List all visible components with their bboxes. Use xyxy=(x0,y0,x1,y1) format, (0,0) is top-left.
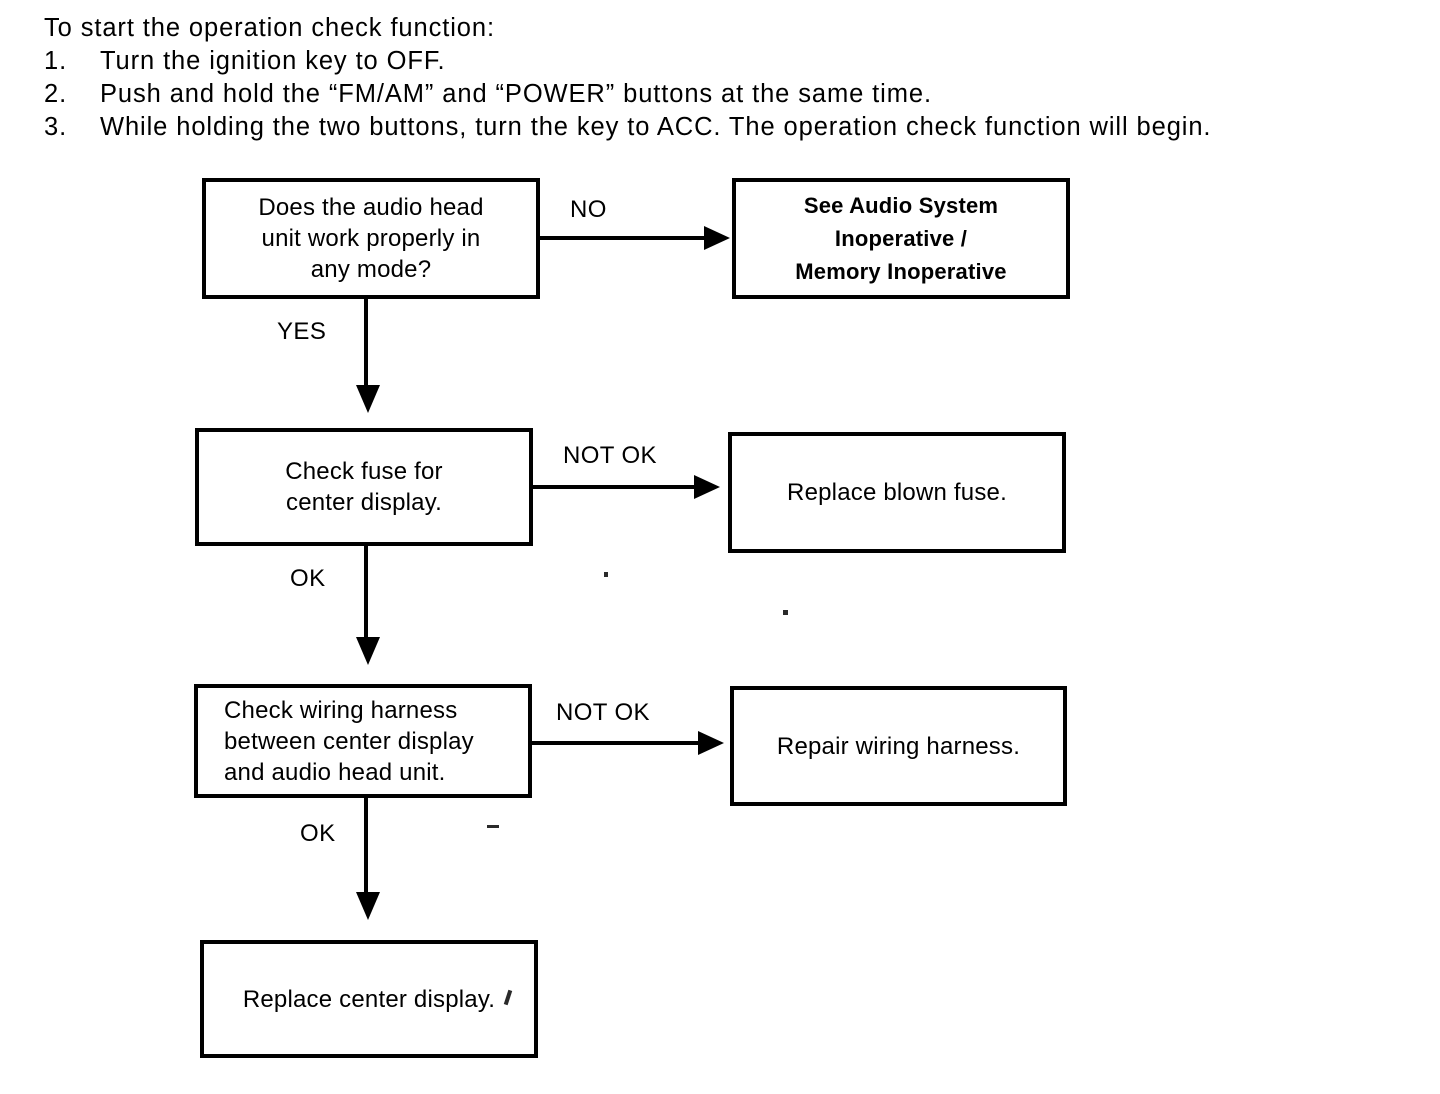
flow-node-check-wiring-harness: Check wiring harness between center disp… xyxy=(194,684,532,798)
edge-arrowhead-no xyxy=(704,226,730,250)
edge-label-no: NO xyxy=(570,196,607,223)
edge-label-yes: YES xyxy=(277,318,327,345)
step-number-3: 3. xyxy=(44,113,68,141)
edge-line-not-ok-fuse xyxy=(533,485,701,489)
flow-node-line: center display. xyxy=(286,489,442,516)
edge-line-ok-wiring xyxy=(364,798,368,897)
flow-node-line: between center display xyxy=(224,727,474,755)
instructions-heading: To start the operation check function: xyxy=(44,14,495,42)
flow-node-line: any mode? xyxy=(310,256,432,283)
instruction-step-1: 1. Turn the ignition key to OFF. xyxy=(44,45,1424,78)
flow-node-question-audio-head-unit: Does the audio head unit work properly i… xyxy=(202,178,540,299)
step-text-2: Push and hold the “FM/AM” and “POWER” bu… xyxy=(100,80,932,108)
flow-node-line: See Audio System xyxy=(803,193,999,218)
edge-arrowhead-not-ok-fuse xyxy=(694,475,720,499)
flow-node-text: See Audio System Inoperative / Memory In… xyxy=(750,189,1052,288)
edge-line-no xyxy=(540,236,712,240)
edge-label-ok-fuse: OK xyxy=(290,565,326,592)
edge-arrowhead-ok-fuse xyxy=(356,637,380,665)
flow-node-line: Replace center display. xyxy=(242,985,496,1013)
step-text-1: Turn the ignition key to OFF. xyxy=(100,47,446,75)
edge-label-ok-wiring: OK xyxy=(300,820,336,847)
edge-arrowhead-ok-wiring xyxy=(356,892,380,920)
flow-node-replace-blown-fuse: Replace blown fuse. xyxy=(728,432,1066,553)
step-number-2: 2. xyxy=(44,80,68,108)
flow-node-line: Does the audio head xyxy=(258,194,484,221)
flow-node-line: unit work properly in xyxy=(261,225,481,252)
flow-node-check-fuse: Check fuse for center display. xyxy=(195,428,533,546)
edge-line-not-ok-wiring xyxy=(532,741,704,745)
flow-node-text: Replace blown fuse. xyxy=(746,477,1048,508)
flow-node-line: Check wiring harness xyxy=(224,696,458,724)
flow-node-replace-center-display: Replace center display. xyxy=(200,940,538,1058)
edge-arrowhead-yes xyxy=(356,385,380,413)
flow-node-repair-wiring-harness: Repair wiring harness. xyxy=(730,686,1067,806)
flow-node-text: Replace center display. xyxy=(218,984,520,1015)
flow-node-line: Memory Inoperative xyxy=(795,259,1007,284)
edge-arrowhead-not-ok-wiring xyxy=(698,731,724,755)
flow-node-line: Inoperative / xyxy=(834,226,968,251)
flow-node-text: Check fuse for center display. xyxy=(213,456,515,518)
flow-node-line: Replace blown fuse. xyxy=(787,479,1007,506)
flow-node-line: and audio head unit. xyxy=(224,758,446,786)
scan-artifact-speck xyxy=(783,610,788,615)
flow-node-text: Check wiring harness between center disp… xyxy=(212,695,514,788)
flow-node-text: Repair wiring harness. xyxy=(748,731,1049,762)
flow-node-text: Does the audio head unit work properly i… xyxy=(220,192,522,285)
instruction-step-2: 2. Push and hold the “FM/AM” and “POWER” … xyxy=(44,78,1424,111)
step-number-1: 1. xyxy=(44,47,68,75)
instructions-block: To start the operation check function: 1… xyxy=(44,12,1424,144)
edge-label-not-ok-wiring: NOT OK xyxy=(556,699,650,726)
step-text-3: While holding the two buttons, turn the … xyxy=(100,113,1212,141)
edge-line-yes xyxy=(364,299,368,391)
edge-label-not-ok-fuse: NOT OK xyxy=(563,442,657,469)
edge-line-ok-fuse xyxy=(364,546,368,643)
instruction-step-3: 3. While holding the two buttons, turn th… xyxy=(44,111,1424,144)
flow-node-line: Repair wiring harness. xyxy=(776,732,1021,760)
flow-node-see-audio-system-inoperative: See Audio System Inoperative / Memory In… xyxy=(732,178,1070,299)
flow-node-line: Check fuse for xyxy=(285,458,443,485)
scan-artifact-speck xyxy=(604,572,608,577)
scan-artifact-speck xyxy=(487,825,499,828)
